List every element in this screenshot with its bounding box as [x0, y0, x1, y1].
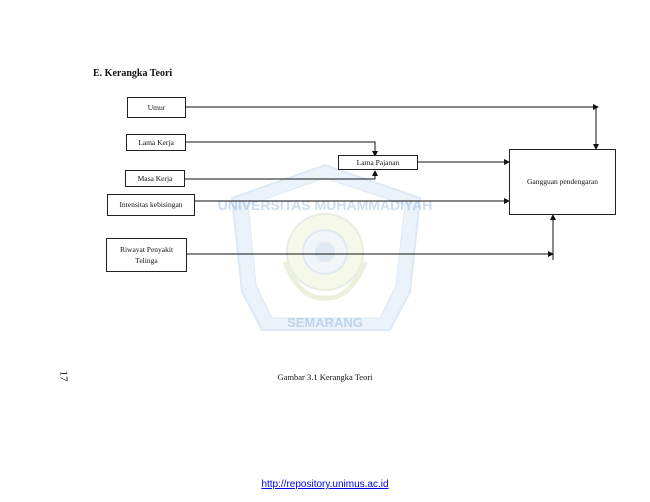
box-gangguan-pendengaran: Gangguan pendengaran — [509, 149, 616, 215]
figure-caption: Gambar 3.1 Kerangka Teori — [277, 372, 373, 382]
box-masa-kerja: Masa Kerja — [125, 170, 185, 187]
page-number: 17 — [57, 370, 70, 382]
box-riwayat-penyakit-telinga: Riwayat Penyakit Telinga — [106, 238, 187, 272]
arrow-masa-kerja — [185, 170, 378, 180]
box-umur: Umur — [127, 97, 186, 118]
section-heading: E. Kerangka Teori — [93, 68, 173, 79]
repository-link[interactable]: http://repository.unimus.ac.id — [261, 479, 389, 490]
box-intensitas-kebisingan: Intensitas kebisingan — [107, 194, 195, 216]
box-lama-kerja: Lama Kerja — [126, 134, 186, 151]
box-lama-pajanan: Lama Pajanan — [338, 155, 418, 170]
watermark-bottom-text: SEMARANG — [287, 315, 363, 330]
arrow-lama-kerja — [186, 141, 378, 157]
